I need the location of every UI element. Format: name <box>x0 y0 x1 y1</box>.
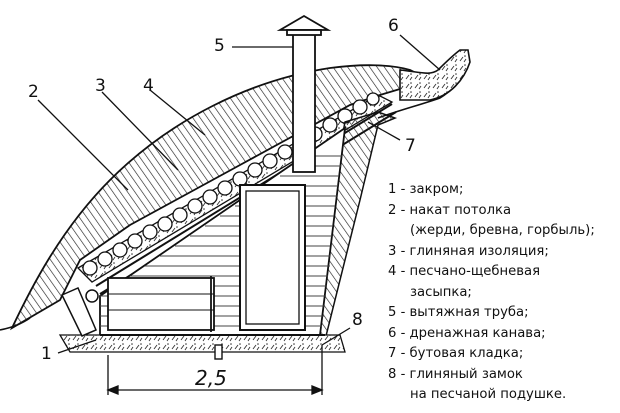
leader-lines <box>37 34 441 354</box>
dimension-label: 2,5 <box>195 366 227 390</box>
legend-text: 6 - дренажная канава; <box>388 325 546 341</box>
legend-item-3: 3 - глиняная изоляция; <box>388 242 618 263</box>
legend-text: 7 - бутовая кладка; <box>388 346 524 361</box>
legend-text: 3 - глиняная изоляция; <box>388 243 549 259</box>
legend-text: 5 - вытяжная труба; <box>388 305 529 320</box>
legend-item-1: 1 - закром; <box>388 180 618 201</box>
legend-item-7: 7 - бутовая кладка; <box>388 344 618 365</box>
legend-item-6: 6 - дренажная канава; <box>388 324 618 345</box>
legend-text-continued: (жерди, бревна, горбыль); <box>410 223 595 238</box>
callout-8: 8 <box>352 310 363 330</box>
callout-2: 2 <box>28 82 39 102</box>
callout-4: 4 <box>143 76 154 96</box>
exhaust-pipe <box>276 14 332 173</box>
callout-5: 5 <box>214 36 225 56</box>
legend-item-8: 8 - глиняный замок на песчаной подушке. <box>388 365 618 406</box>
legend-text: 2 - накат потолка <box>388 202 512 218</box>
legend-text-continued: на песчаной подушке. <box>410 387 567 402</box>
cellar-floor <box>58 334 346 353</box>
legend-item-5: 5 - вытяжная труба; <box>388 303 618 324</box>
bin-support <box>60 287 99 337</box>
legend-item-4: 4 - песчано-щебневая засыпка; <box>388 262 618 303</box>
legend-text: 8 - глиняный замок <box>388 366 523 382</box>
callout-7: 7 <box>405 136 416 156</box>
callout-1: 1 <box>41 344 52 364</box>
legend: 1 - закром; 2 - накат потолка (жерди, брев… <box>388 180 618 406</box>
callout-6: 6 <box>388 16 399 36</box>
storage-bin <box>107 276 215 332</box>
drainage-ditch <box>399 49 471 101</box>
callout-3: 3 <box>95 76 106 96</box>
legend-text: 1 - закром; <box>388 182 464 197</box>
legend-item-2: 2 - накат потолка (жерди, бревна, горбыль… <box>388 201 618 242</box>
clay-lock <box>214 344 223 360</box>
legend-text-continued: засыпка; <box>410 284 472 300</box>
legend-text: 4 - песчано-щебневая <box>388 264 541 279</box>
dimension-line <box>106 345 324 395</box>
earth-mound <box>9 64 433 331</box>
